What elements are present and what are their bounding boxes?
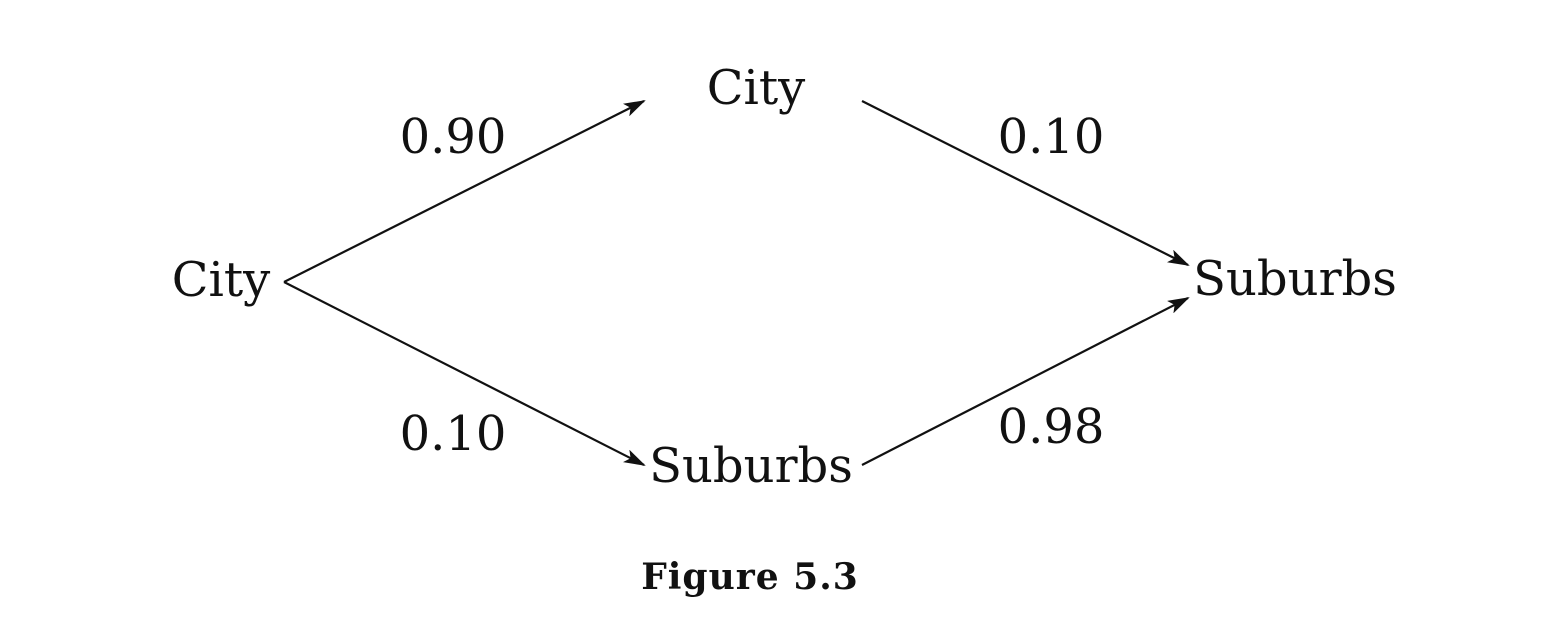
arrow-root-to-mid-top: [283, 100, 646, 283]
node-mid-top-city: City: [706, 60, 806, 116]
edge-label-mid-top-to-end: 0.10: [997, 109, 1105, 165]
figure-caption: Figure 5.3: [641, 556, 859, 598]
arrow-root-to-mid-bottom: [283, 281, 646, 466]
edge-label-mid-bottom-to-end: 0.98: [997, 399, 1105, 455]
arrow-mid-bottom-to-end: [861, 297, 1190, 466]
edge-label-root-to-mid-bottom: 0.10: [399, 406, 507, 462]
edge-label-root-to-mid-top: 0.90: [399, 109, 507, 165]
node-end-suburbs: Suburbs: [1193, 251, 1397, 307]
node-mid-bottom-suburbs: Suburbs: [649, 438, 853, 494]
node-root-city: City: [171, 252, 271, 308]
arrow-mid-top-to-end: [861, 100, 1190, 266]
